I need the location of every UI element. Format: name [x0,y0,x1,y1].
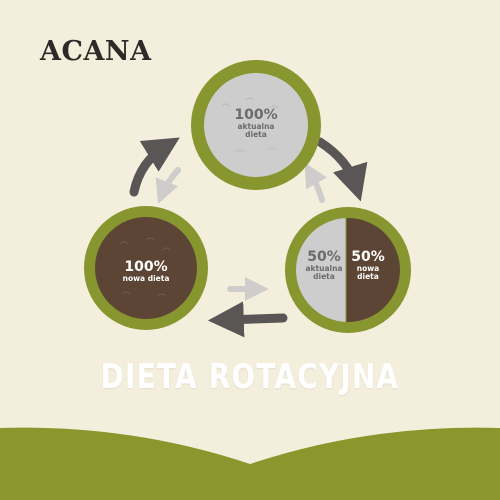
ground-band [0,427,500,500]
left-line1: nowa dieta [122,273,170,283]
right-left-line2: dieta [313,271,335,281]
right-left-half-label: 50% aktualna dieta [302,250,346,280]
arrow-right-to-top [304,162,327,203]
top-circle-label: 100% aktualna dieta [226,108,286,138]
right-right-line1: nowa [356,263,380,273]
top-line2: dieta [245,129,267,139]
top-percent: 100% [234,107,278,123]
right-right-line2: dieta [357,271,379,281]
left-circle-label: 100% nowa dieta [106,260,186,283]
arrow-left-to-top [129,137,180,197]
circle-mixed-diet [285,207,411,333]
arrow-top-to-left [155,167,181,205]
right-left-line1: aktualna [305,263,343,273]
page-title: DIETA ROTACYJNA [100,357,400,397]
top-line1: aktualna [237,121,275,131]
right-right-percent: 50% [351,249,385,265]
right-left-percent: 50% [307,249,341,265]
circle-current-diet [191,60,321,190]
acana-logo: ACANA [40,36,152,67]
left-percent: 100% [124,259,168,275]
right-right-half-label: 50% nowa dieta [348,250,388,280]
arrow-top-to-right [315,137,368,202]
circle-new-diet [84,206,208,330]
arrow-right-to-left [207,301,288,338]
